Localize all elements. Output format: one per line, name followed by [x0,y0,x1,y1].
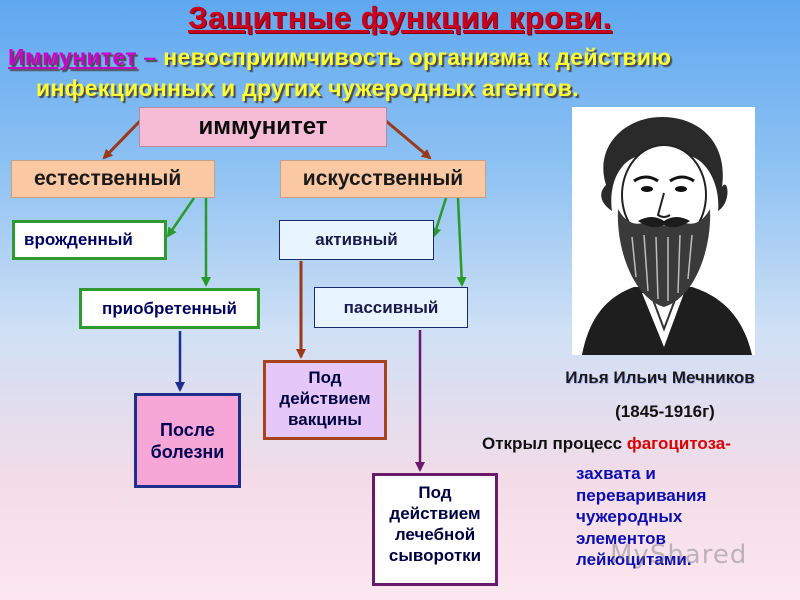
portrait-mechnikov [572,107,755,355]
discovery-description: захвата и переваривания чужеродных элеме… [576,463,796,571]
scientist-years: (1845-1916г) [615,402,715,421]
discovery-desc-line5: лейкоцитами. [576,550,692,569]
slide-title: Защитные функции крови. [188,0,612,35]
after-illness-line2: болезни [150,441,225,462]
serum-line1: Под [418,483,452,502]
vaccine-line1: Под [308,368,342,387]
node-innate: врожденный [12,220,167,260]
scientist-name: Илья Ильич Мечников [565,368,755,387]
discovery-desc-line2: переваривания [576,485,707,505]
vaccine-line3: вакцины [288,410,362,429]
immunity-definition: Иммунитет – невосприимчивость организма … [8,42,798,104]
node-after-illness: После болезни [134,393,241,488]
definition-line1: невосприимчивость организма к действию [163,44,672,70]
definition-term: Иммунитет [8,44,137,70]
definition-line2: инфекционных и других чужеродных агентов… [36,75,579,101]
node-artificial: искусственный [280,160,486,198]
arrow-artificial-passive [456,197,467,287]
node-acquired: приобретенный [79,288,260,329]
node-immunity: иммунитет [139,107,387,147]
scientist-discovery: Открыл процесс фагоцитоза- [482,433,800,454]
discovery-prefix: Открыл процесс [482,434,627,453]
node-natural: естественный [11,160,215,198]
arrow-root-artificial [385,119,432,160]
node-passive: пассивный [314,287,468,328]
discovery-desc-line3: чужеродных [576,507,683,526]
serum-line4: сыворотки [388,546,482,565]
arrow-root-natural [102,119,142,160]
serum-line3: лечебной [394,525,476,544]
serum-line2: действием [389,504,481,523]
discovery-desc-line4: элементов [576,528,667,548]
portrait-drawing [582,117,752,355]
node-serum: Под действием лечебной сыворотки [372,473,498,586]
after-illness-line1: После [160,419,215,440]
watermark-text: MyShared [610,540,748,570]
arrow-natural-innate [166,197,196,238]
node-active: активный [279,220,434,260]
node-vaccine: Под действием вакцины [263,360,387,440]
discovery-term: фагоцитоза- [626,434,731,453]
discovery-desc-line1: захвата и [576,464,656,483]
vaccine-line2: действием [279,389,371,408]
definition-dash: – [136,44,164,70]
arrow-artificial-active [431,197,448,238]
